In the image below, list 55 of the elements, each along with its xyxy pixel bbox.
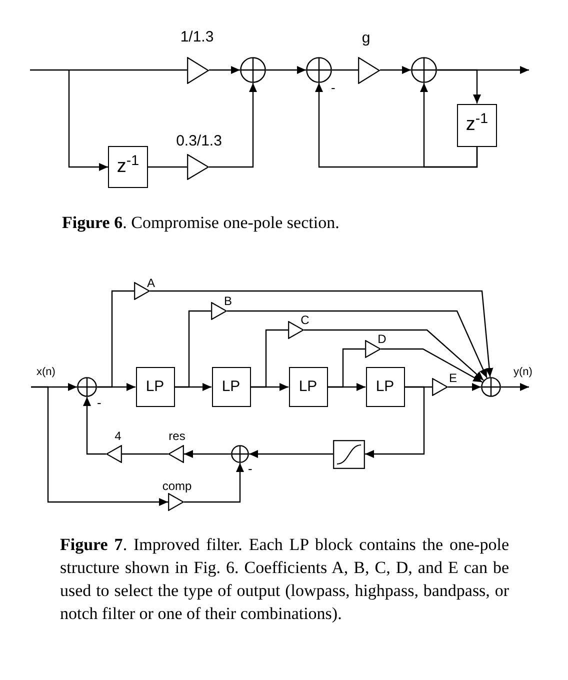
signal-arrow: [266, 66, 306, 74]
gain-label: C: [300, 314, 310, 326]
figure-caption: Figure 7. Improved filter. Each LP block contains the one-pole structure shown in Fig. 6. Coefficients A, B, C, D, and E can be used to select the type of output (lowpass, highpass, bandpass, or notch filter or one of their combinations).: [60, 534, 509, 625]
signal-arrow: [249, 450, 333, 458]
signal-arrow: [83, 397, 106, 455]
gain-triangle: [358, 56, 380, 84]
summing-junction: [306, 57, 332, 83]
lowpass-block: LP: [212, 367, 250, 407]
signal-arrow: [209, 83, 257, 168]
signal-arrow: [501, 383, 529, 391]
delay-box: z$^{-1}$: [457, 104, 497, 146]
signal-arrow: [184, 450, 231, 458]
gain-label: E: [449, 372, 457, 384]
gain-triangle: [211, 302, 227, 320]
gain-label: 1/1.3: [180, 30, 214, 44]
gain-label: comp: [162, 480, 192, 492]
summing-junction: [411, 57, 437, 83]
signal-arrow: [150, 290, 494, 378]
signal-arrow: [209, 66, 240, 74]
signal-arrow: [381, 348, 483, 383]
gain-triangle: [106, 445, 122, 463]
saturation-block: [333, 440, 365, 468]
gain-triangle: [168, 445, 184, 463]
signal-arrow: [227, 310, 488, 378]
signal-label: y(n): [509, 365, 537, 379]
gain-label: B: [224, 295, 232, 307]
signal-arrow: [184, 463, 244, 503]
signal-arrow: [448, 383, 481, 391]
gain-label: 4: [114, 430, 122, 442]
signal-arrow: [304, 329, 484, 381]
summing-junction: [77, 377, 97, 397]
figure-caption: Figure 6. Compromise one-pole section.: [62, 212, 340, 234]
lowpass-block: LP: [288, 367, 328, 407]
signal-label: x(n): [32, 365, 60, 379]
summing-junction: [240, 57, 266, 83]
lowpass-block: LP: [136, 367, 174, 407]
lowpass-block: LP: [366, 367, 404, 407]
signal-arrow: [365, 386, 425, 458]
signal-arrow: [68, 70, 108, 171]
gain-triangle: [432, 378, 448, 396]
signal-arrow: [380, 66, 411, 74]
signal-arrow: [31, 386, 168, 506]
gain-triangle: [187, 56, 209, 84]
gain-label: 0.3/1.3: [176, 134, 222, 148]
summing-junction: [231, 445, 249, 463]
delay-box: z$^{-1}$: [108, 146, 148, 188]
summing-junction: [481, 377, 501, 397]
gain-label: res: [168, 430, 186, 442]
gain-triangle: [187, 154, 209, 180]
signal-arrow: [437, 69, 481, 104]
gain-label: g: [362, 30, 370, 46]
gain-label: D: [378, 333, 386, 345]
gain-triangle: [168, 493, 184, 511]
signal-arrow: [420, 83, 478, 168]
gain-label: A: [147, 277, 155, 289]
